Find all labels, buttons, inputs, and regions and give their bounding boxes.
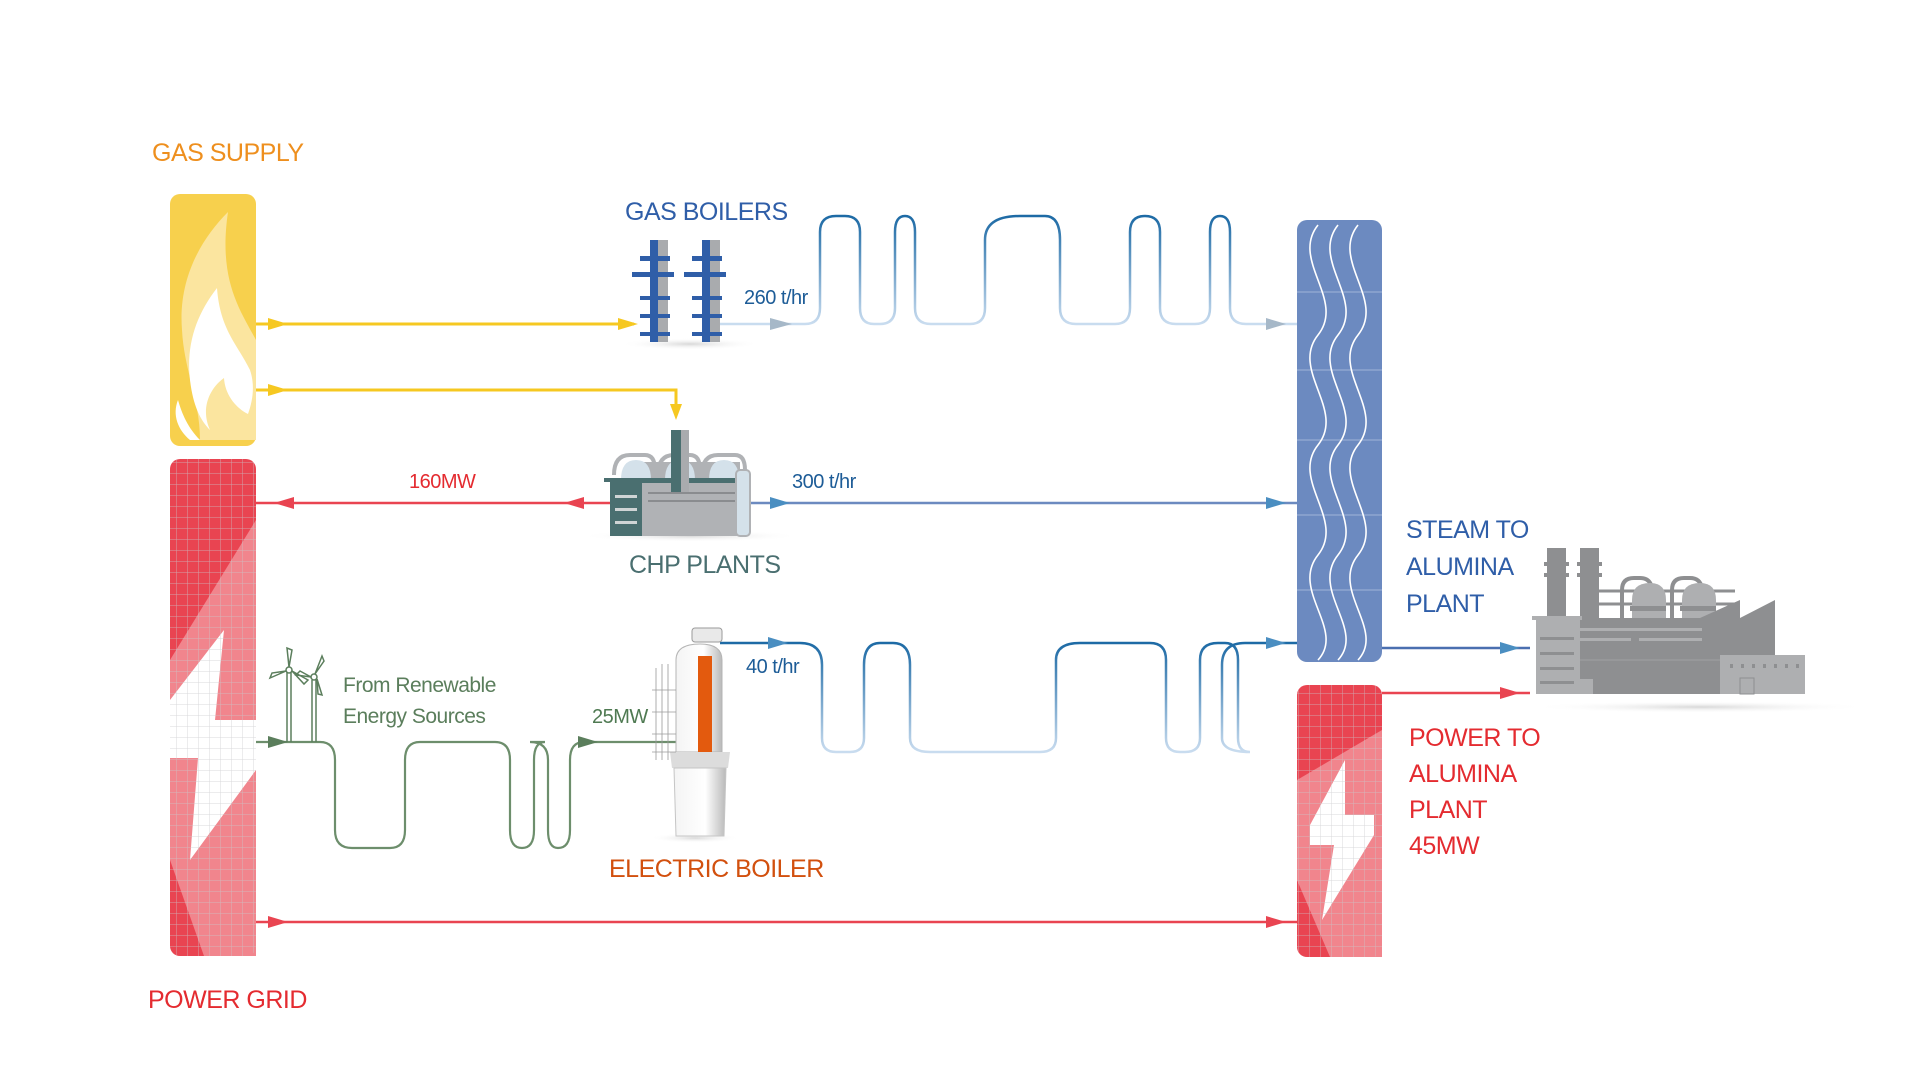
chp-plant-icon (580, 430, 800, 542)
gas-boilers-icon (620, 240, 760, 350)
power-to-plant-label: POWER TO ALUMINA PLANT 45MW (1409, 724, 1541, 860)
steam-label-line3: PLANT (1406, 590, 1485, 618)
gas-boilers-label: GAS BOILERS (625, 198, 788, 226)
flow-gas-to-boilers (256, 318, 638, 330)
flow-grid-to-power-header (256, 916, 1297, 928)
flow-power-to-plant (1382, 687, 1530, 699)
power-grid-block (170, 459, 256, 956)
eboiler-steam-value: 40 t/hr (746, 656, 800, 678)
electric-boiler-label: ELECTRIC BOILER (609, 855, 824, 883)
flame-icon (175, 212, 256, 440)
flow-boilers-to-steam (720, 214, 1297, 330)
electric-boiler-icon (650, 627, 740, 843)
power-label-line1: POWER TO (1409, 724, 1541, 752)
power-label-line3: PLANT (1409, 796, 1488, 824)
power-grid-label: POWER GRID (148, 986, 307, 1014)
renewables-label-line1: From Renewable (343, 674, 496, 697)
gas-supply-label: GAS SUPPLY (152, 139, 304, 167)
gas-supply-block (170, 194, 256, 446)
flow-gas-to-chp (256, 384, 682, 420)
chp-plants-label: CHP PLANTS (629, 551, 781, 579)
flow-renewables-to-eboiler (256, 736, 680, 850)
flow-eboiler-to-steam (720, 637, 1297, 754)
wind-turbine-icon (268, 646, 325, 742)
alumina-plant-icon (1530, 548, 1870, 713)
steam-wave-icon (1309, 224, 1367, 661)
renewables-label-line2: Energy Sources (343, 705, 486, 728)
steam-label-line2: ALUMINA (1406, 553, 1514, 581)
power-label-line4: 45MW (1409, 832, 1480, 860)
gas-boilers-steam-value: 260 t/hr (744, 287, 808, 309)
chp-power-value: 160MW (409, 471, 476, 493)
flow-chp-to-steam (745, 497, 1297, 509)
flow-steam-to-plant (1382, 642, 1530, 654)
chp-steam-value: 300 t/hr (792, 471, 856, 493)
steam-to-plant-label: STEAM TO ALUMINA PLANT (1406, 516, 1529, 618)
steam-label-line1: STEAM TO (1406, 516, 1529, 544)
power-label-line2: ALUMINA (1409, 760, 1517, 788)
eboiler-power-value: 25MW (592, 706, 648, 728)
flow-chp-to-grid (256, 497, 610, 509)
power-header-block (1297, 685, 1382, 957)
steam-header-block (1297, 220, 1382, 662)
